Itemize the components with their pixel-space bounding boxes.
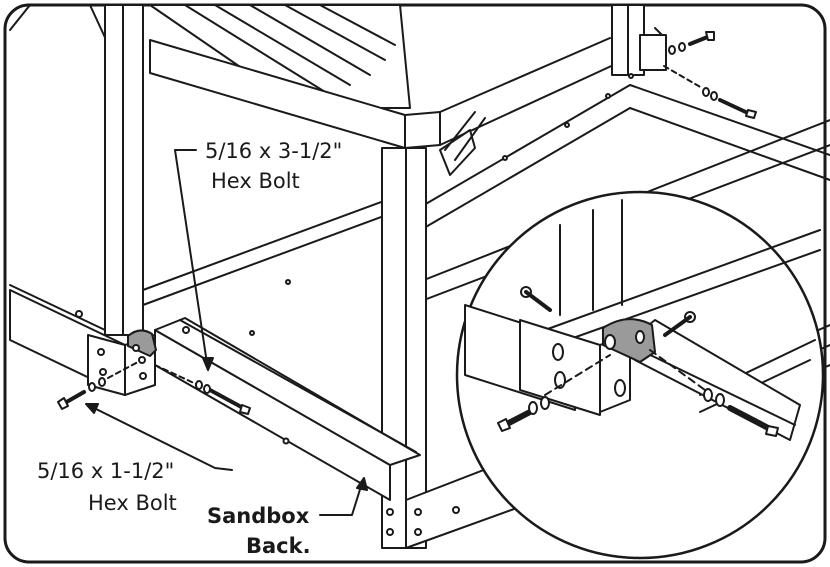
long-bolt-size-label: 5/16 x 3-1/2"	[205, 139, 343, 163]
short-hex-bolt-left	[57, 361, 139, 410]
back-post-right	[611, 4, 667, 76]
short-bolt-size-label: 5/16 x 1-1/2"	[37, 459, 175, 483]
upper-deck	[9, 4, 621, 176]
detail-magnifier	[455, 190, 825, 560]
long-bolt-name-label: Hex Bolt	[211, 169, 300, 193]
long-hex-bolt-left	[154, 364, 251, 415]
short-bolt-leader	[85, 403, 233, 471]
frame-border	[3, 3, 827, 564]
left-bracket	[127, 329, 157, 357]
rail-holes	[75, 73, 634, 445]
back-post-left	[104, 4, 144, 336]
short-bolt-name-label: Hex Bolt	[88, 491, 177, 515]
sandbox-back-label: Back.	[246, 534, 311, 558]
front-post	[381, 147, 427, 549]
sandbox-leader	[319, 477, 368, 516]
sandbox-back-board	[154, 317, 421, 501]
sandbox-label: Sandbox	[207, 504, 310, 528]
long-bolt-leader	[174, 149, 214, 371]
right-top-bolts	[663, 31, 757, 119]
left-board	[9, 289, 156, 396]
